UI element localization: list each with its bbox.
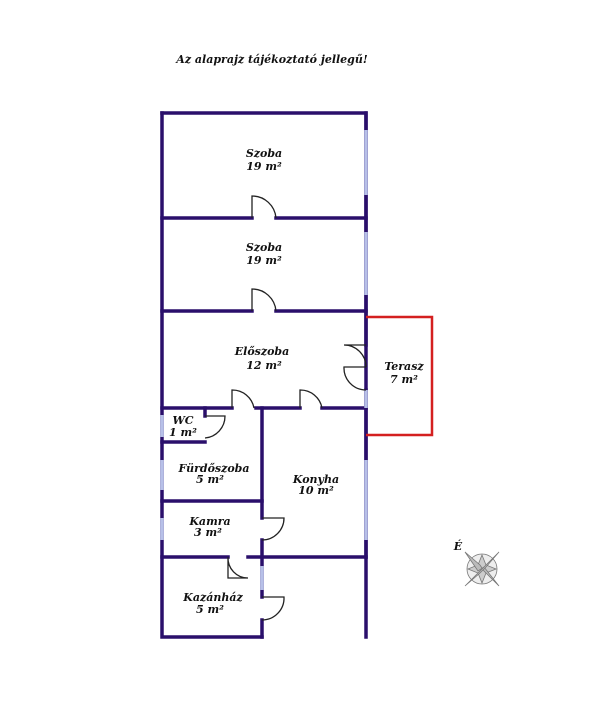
- compass: É: [453, 539, 500, 587]
- room-name: Kazánház: [182, 591, 243, 604]
- room-labels: Szoba 19 m² Szoba 19 m² Előszoba 12 m² T…: [169, 147, 424, 616]
- room-name: WC: [172, 414, 193, 427]
- room-area: 3 m²: [194, 526, 222, 539]
- room-area: 1 m²: [169, 426, 197, 439]
- compass-rose-icon: [464, 551, 500, 587]
- room-area: 5 m²: [196, 603, 224, 616]
- compass-north-label: É: [453, 539, 463, 553]
- room-name: Kamra: [188, 515, 230, 528]
- terrace-outline: [366, 315, 434, 437]
- room-area: 19 m²: [246, 254, 282, 267]
- room-name: Szoba: [246, 241, 282, 254]
- room-area: 10 m²: [298, 484, 334, 497]
- room-name: Konyha: [292, 473, 339, 486]
- room-name: Szoba: [246, 147, 282, 160]
- room-area: 7 m²: [390, 373, 418, 386]
- room-area: 5 m²: [196, 473, 224, 486]
- room-name: Fürdőszoba: [177, 462, 249, 475]
- room-name: Terasz: [384, 360, 424, 373]
- room-area: 12 m²: [246, 359, 282, 372]
- windows: [160, 130, 368, 590]
- room-area: 19 m²: [246, 160, 282, 173]
- walls: [160, 111, 368, 639]
- room-name: Előszoba: [234, 345, 290, 358]
- disclaimer-title: Az alaprajz tájékoztató jellegű!: [175, 53, 368, 66]
- doors: [204, 195, 367, 621]
